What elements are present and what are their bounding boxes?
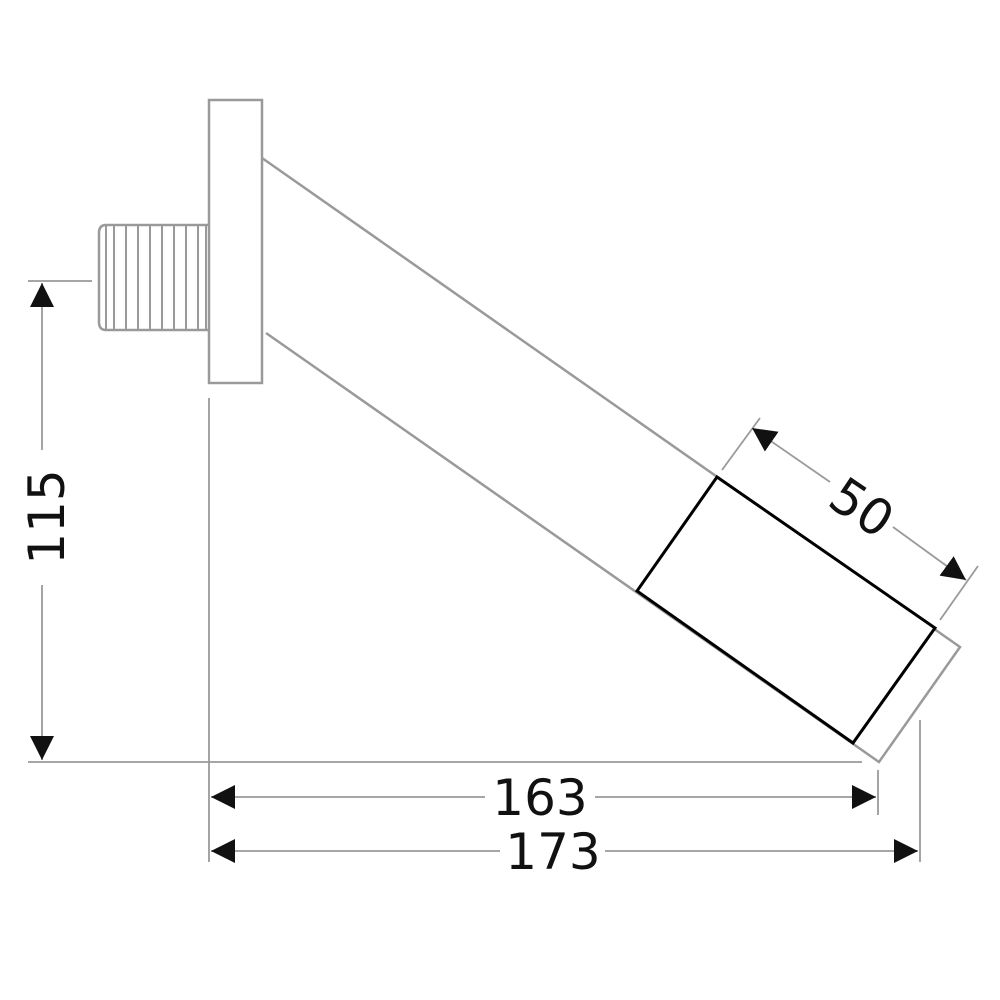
arm-pipe (261, 156, 962, 764)
dim-label-50: 50 (819, 466, 904, 550)
dim-label-115: 115 (18, 469, 76, 564)
shower-head (634, 474, 938, 746)
thread-lines (105, 226, 207, 329)
dim-line-50 (751, 427, 831, 483)
dim-label-163: 163 (492, 769, 587, 827)
dim-label-173: 173 (505, 823, 600, 881)
wall-flange (207, 98, 264, 385)
thread (97, 223, 209, 332)
extension-lines (28, 280, 979, 862)
